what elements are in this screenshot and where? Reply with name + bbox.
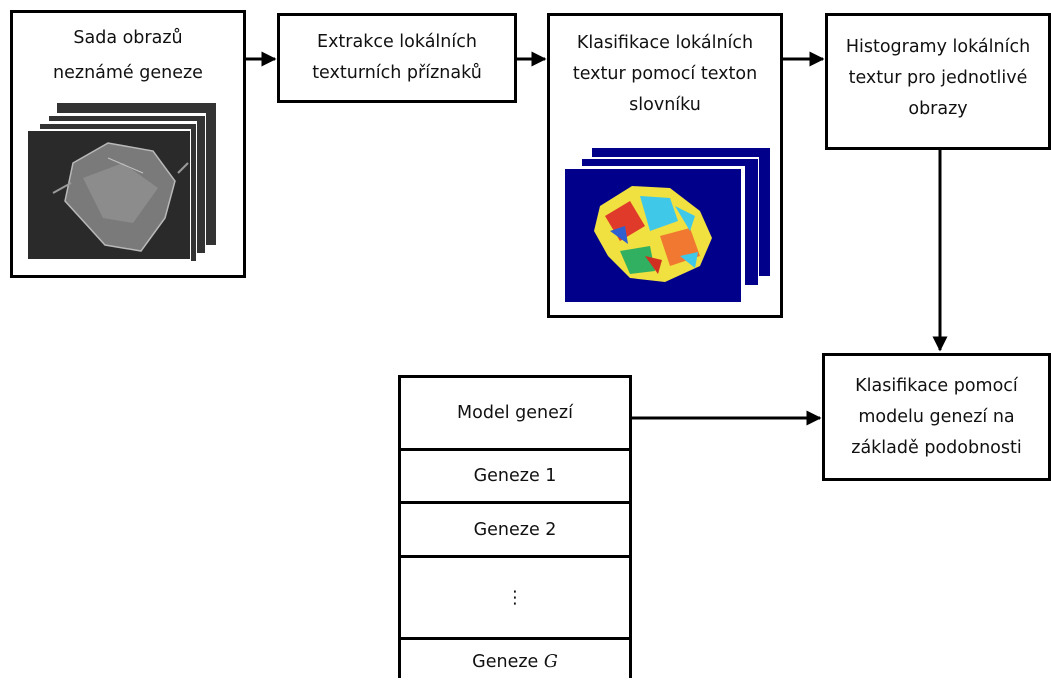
- texton-map-stack: [563, 148, 770, 304]
- feature-extraction-box: Extrakce lokálních texturních příznaků: [277, 13, 517, 103]
- similarity-classification-box: Klasifikace pomocí modelu genezí na zákl…: [822, 353, 1051, 481]
- sem-image-stack: [25, 103, 216, 263]
- input-image-set-box: Sada obrazů neznámé geneze: [10, 10, 246, 278]
- texton-classification-label: Klasifikace lokálních textur pomocí text…: [572, 33, 758, 115]
- genesis-row-last-prefix: Geneze: [472, 652, 544, 672]
- genesis-count-variable: G: [543, 652, 558, 672]
- genesis-row-label: Geneze 1: [473, 466, 557, 486]
- histograms-box: Histogramy lokálních textur pro jednotli…: [825, 13, 1051, 150]
- genesis-row-last: Geneze G: [401, 637, 629, 684]
- input-title-line1: Sada obrazů: [73, 28, 183, 48]
- vertical-ellipsis: ⋮: [506, 587, 524, 608]
- genesis-model-title: Model genezí: [457, 403, 573, 423]
- histograms-label: Histogramy lokálních textur pro jednotli…: [845, 37, 1031, 119]
- feature-extraction-label: Extrakce lokálních texturních příznaků: [312, 32, 482, 83]
- similarity-classification-label: Klasifikace pomocí modelu genezí na zákl…: [851, 375, 1022, 458]
- genesis-model-header: Model genezí: [401, 378, 629, 448]
- texton-classification-box: Klasifikace lokálních textur pomocí text…: [547, 13, 783, 318]
- genesis-row: Geneze 2: [401, 501, 629, 555]
- genesis-model-table: Model genezí Geneze 1 Geneze 2 ⋮ Geneze …: [398, 375, 632, 678]
- genesis-row: Geneze 1: [401, 448, 629, 501]
- genesis-row-ellipsis: ⋮: [401, 555, 629, 637]
- genesis-row-label: Geneze 2: [473, 519, 557, 540]
- input-title-line2: neznámé geneze: [53, 63, 203, 83]
